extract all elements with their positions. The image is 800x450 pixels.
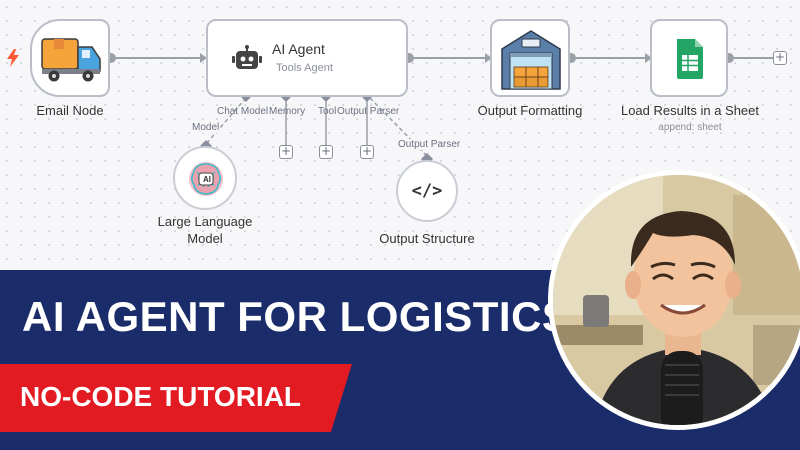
add-output-parser-button[interactable]: +	[360, 144, 374, 159]
load-sheet-node[interactable]	[650, 19, 728, 97]
presenter-portrait	[548, 170, 800, 430]
ai-agent-title: AI Agent	[272, 41, 325, 57]
warehouse-icon	[501, 30, 561, 90]
port-memory-label: Memory	[269, 106, 306, 117]
output-structure-node[interactable]: </>	[396, 160, 458, 222]
add-next-node-button[interactable]: +	[773, 50, 787, 65]
ai-agent-subtitle: Tools Agent	[276, 62, 333, 74]
port-output-parser-label: Output Parser	[337, 106, 400, 117]
ai-brain-icon	[189, 162, 223, 196]
presenter-illustration	[553, 175, 800, 425]
add-tool-button[interactable]: +	[319, 144, 333, 159]
load-sheet-sublabel: append: sheet	[658, 122, 722, 133]
load-sheet-label: Load Results in a Sheet	[620, 103, 760, 118]
llm-label-line2: Model	[187, 231, 223, 246]
ai-badge: AI	[203, 175, 211, 184]
tutorial-tag	[0, 364, 352, 432]
add-memory-button[interactable]: +	[279, 144, 293, 159]
workflow-canvas[interactable]: Email Node AI Agent Tools Agent Chat Mod…	[0, 0, 800, 270]
port-chat-model-label: Chat Model	[217, 106, 269, 117]
output-structure-label: Output Structure	[379, 231, 475, 246]
code-icon: </>	[411, 181, 443, 201]
output-formatting-label: Output Formatting	[477, 103, 583, 118]
spreadsheet-icon	[677, 39, 703, 79]
edge-model-label: Model	[192, 122, 220, 133]
delivery-truck-icon	[41, 38, 101, 82]
email-node-label: Email Node	[36, 103, 104, 118]
tutorial-tag-text: NO-CODE TUTORIAL	[20, 381, 302, 412]
output-formatting-node[interactable]	[490, 19, 570, 97]
port-tool-label: Tool	[318, 106, 337, 117]
ai-agent-node[interactable]: AI Agent Tools Agent	[206, 19, 408, 97]
email-node[interactable]	[30, 19, 110, 97]
headline-text: AI AGENT FOR LOGISTICS	[22, 293, 571, 340]
robot-icon	[232, 45, 262, 69]
edge-output-parser-label: Output Parser	[398, 139, 461, 150]
llm-label-line1: Large Language	[157, 214, 253, 229]
llm-node[interactable]: AI	[173, 146, 237, 210]
lightning-icon	[7, 49, 19, 67]
